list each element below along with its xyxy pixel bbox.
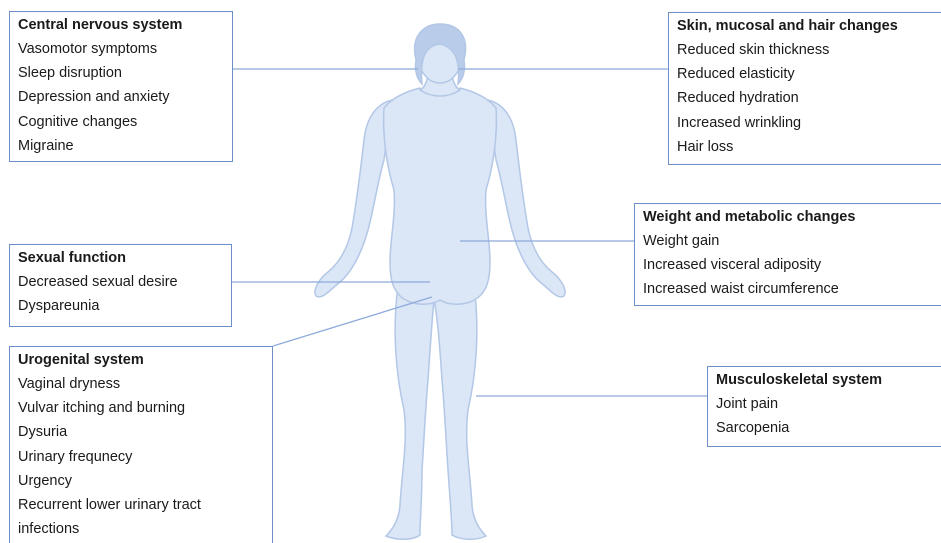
list-item: Reduced skin thickness bbox=[677, 42, 830, 58]
connector-lines bbox=[232, 68, 707, 397]
list-item: Vasomotor symptoms bbox=[18, 41, 158, 57]
skin-mucosal-hair-list: Reduced skin thickness Reduced elasticit… bbox=[677, 38, 933, 159]
central-nervous-system-list: Vasomotor symptoms Sleep disruption Depr… bbox=[18, 37, 224, 158]
sexual-function-list: Decreased sexual desire Dyspareunia bbox=[18, 270, 223, 318]
weight-metabolic-box: Weight and metabolic changes Weight gain… bbox=[634, 203, 941, 306]
right-arm bbox=[487, 99, 566, 298]
left-arm bbox=[314, 99, 393, 298]
female-body-silhouette bbox=[314, 23, 566, 540]
list-item: Vaginal dryness bbox=[18, 376, 121, 392]
torso bbox=[382, 87, 498, 305]
connector-urogenital bbox=[272, 296, 433, 347]
central-nervous-system-box: Central nervous system Vasomotor symptom… bbox=[9, 11, 233, 162]
skin-mucosal-hair-title: Skin, mucosal and hair changes bbox=[677, 18, 898, 34]
hair bbox=[413, 23, 467, 87]
left-leg bbox=[384, 284, 435, 540]
list-item: Dyspareunia bbox=[18, 298, 100, 315]
list-item: Vulvar itching and burning bbox=[18, 400, 186, 417]
list-item: Migraine bbox=[18, 137, 74, 154]
list-item: Depression and anxiety bbox=[18, 89, 170, 106]
list-item: Urgency bbox=[18, 472, 72, 489]
right-leg bbox=[433, 284, 488, 540]
musculoskeletal-system-box: Musculoskeletal system Joint pain Sarcop… bbox=[707, 366, 941, 447]
urogenital-system-list: Vaginal dryness Vulvar itching and burni… bbox=[18, 372, 264, 541]
urogenital-system-title: Urogenital system bbox=[18, 352, 144, 368]
list-item: infections bbox=[18, 521, 80, 538]
musculoskeletal-system-title: Musculoskeletal system bbox=[716, 372, 883, 388]
list-item: Decreased sexual desire bbox=[18, 274, 178, 290]
weight-metabolic-title: Weight and metabolic changes bbox=[643, 209, 856, 225]
list-item: Increased visceral adiposity bbox=[643, 257, 822, 274]
list-item: Increased waist circumference bbox=[643, 281, 839, 298]
list-item: Reduced elasticity bbox=[677, 66, 795, 83]
list-item: Dysuria bbox=[18, 424, 68, 441]
weight-metabolic-list: Weight gain Increased visceral adiposity… bbox=[643, 229, 933, 302]
list-item: Reduced hydration bbox=[677, 90, 799, 107]
skin-mucosal-hair-box: Skin, mucosal and hair changes Reduced s… bbox=[668, 12, 941, 165]
list-item: Cognitive changes bbox=[18, 113, 138, 130]
list-item: Joint pain bbox=[716, 396, 779, 412]
list-item: Recurrent lower urinary tract bbox=[18, 497, 201, 514]
sexual-function-box: Sexual function Decreased sexual desire … bbox=[9, 244, 232, 327]
list-item: Increased wrinkling bbox=[677, 114, 802, 131]
urogenital-system-box: Urogenital system Vaginal dryness Vulvar… bbox=[9, 346, 273, 543]
sexual-function-title: Sexual function bbox=[18, 250, 126, 266]
central-nervous-system-title: Central nervous system bbox=[18, 17, 183, 33]
musculoskeletal-system-list: Joint pain Sarcopenia bbox=[716, 392, 933, 440]
list-item: Sarcopenia bbox=[716, 420, 790, 436]
list-item: Urinary frequnecy bbox=[18, 448, 133, 465]
list-item: Hair loss bbox=[677, 138, 734, 155]
list-item: Weight gain bbox=[643, 233, 720, 249]
list-item: Sleep disruption bbox=[18, 65, 122, 82]
